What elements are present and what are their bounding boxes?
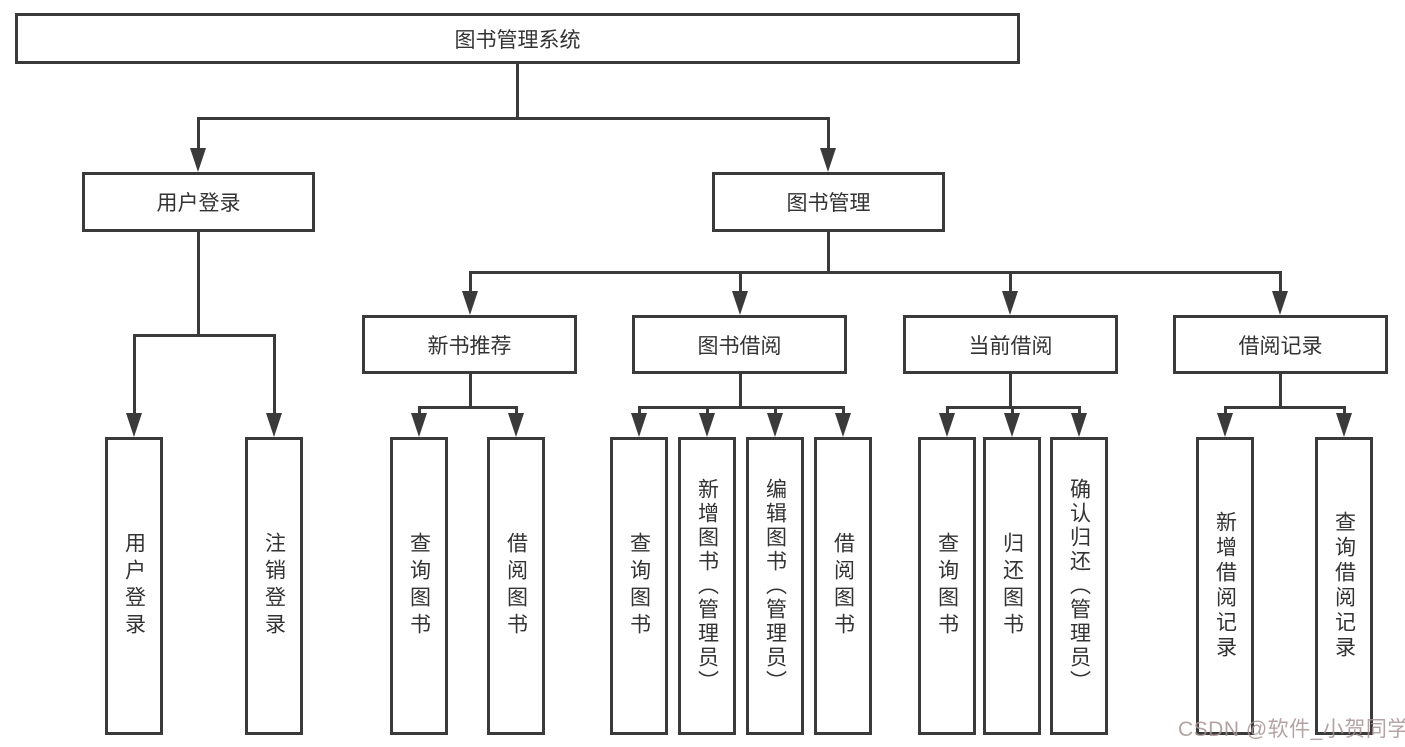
node-library-system-label: 图书管理系统 <box>454 28 581 52</box>
connector-newbook-rail <box>417 405 518 409</box>
node-borrow-records: 借阅记录 <box>1173 315 1388 374</box>
leaf-logout: 注销登录 <box>245 437 303 735</box>
leaf-newbook-borrow-label: 借阅图书 <box>504 532 528 640</box>
arrowhead <box>462 291 478 315</box>
connector-drop-rc1 <box>1223 407 1227 414</box>
arrowhead <box>835 413 851 437</box>
connector-userlogin-rail <box>132 333 276 337</box>
leaf-current-confirm-admin-label: 确认归还（管理员） <box>1067 478 1091 694</box>
node-user-login: 用户登录 <box>82 172 315 232</box>
arrowhead <box>411 413 427 437</box>
node-book-management-label: 图书管理 <box>786 192 871 215</box>
leaf-newbook-borrow: 借阅图书 <box>487 437 545 735</box>
arrowhead <box>126 413 142 437</box>
arrowhead <box>1004 413 1020 437</box>
arrowhead <box>1071 413 1087 437</box>
arrowhead <box>1002 291 1018 315</box>
connector-level1-rail <box>196 116 830 120</box>
leaf-user-login-label: 用户登录 <box>122 532 146 640</box>
leaf-records-add-label: 新增借阅记录 <box>1213 511 1237 661</box>
arrowhead <box>266 413 282 437</box>
leaf-newbook-query-label: 查询图书 <box>407 532 431 640</box>
leaf-logout-label: 注销登录 <box>262 532 286 640</box>
connector-newbook-stub <box>468 374 472 407</box>
connector-drop-cu1 <box>945 407 949 414</box>
connector-level3-rail <box>468 270 1282 274</box>
leaf-borrow-book: 借阅图书 <box>814 437 872 735</box>
leaf-borrow-query-label: 查询图书 <box>627 532 651 640</box>
leaf-current-query-label: 查询图书 <box>935 532 959 640</box>
leaf-borrow-add-admin-label: 新增图书（管理员） <box>695 478 719 694</box>
connector-drop-logout <box>272 335 276 413</box>
connector-bookborrow-rail <box>637 405 845 409</box>
leaf-borrow-add-admin: 新增图书（管理员） <box>678 437 736 735</box>
arrowhead <box>732 291 748 315</box>
leaf-borrow-query: 查询图书 <box>610 437 668 735</box>
connector-drop-records <box>1278 272 1282 291</box>
leaf-borrow-edit-admin-label: 编辑图书（管理员） <box>763 478 787 694</box>
arrowhead <box>1217 413 1233 437</box>
connector-records-rail <box>1223 405 1346 409</box>
node-borrow-records-label: 借阅记录 <box>1238 334 1323 358</box>
csdn-watermark: CSDN @软件_小贺同学 <box>1178 718 1405 741</box>
node-new-book-recommend: 新书推荐 <box>362 315 577 374</box>
connector-drop-rc2 <box>1342 407 1346 414</box>
node-user-login-label: 用户登录 <box>156 192 241 215</box>
leaf-current-query: 查询图书 <box>918 437 976 735</box>
connector-root-stub <box>515 64 519 118</box>
leaf-records-query-label: 查询借阅记录 <box>1332 511 1356 661</box>
connector-drop-bw3 <box>773 407 777 414</box>
connector-drop-cu3 <box>1077 407 1081 414</box>
node-book-management: 图书管理 <box>712 172 945 232</box>
node-current-borrow-label: 当前借阅 <box>968 334 1053 358</box>
node-new-book-recommend-label: 新书推荐 <box>427 334 512 358</box>
connector-bookmgmt-stub <box>826 232 830 272</box>
arrowhead <box>767 413 783 437</box>
leaf-newbook-query: 查询图书 <box>390 437 448 735</box>
leaf-current-confirm-admin: 确认归还（管理员） <box>1050 437 1108 735</box>
connector-drop-book-mgmt <box>826 118 830 150</box>
leaf-records-query: 查询借阅记录 <box>1315 437 1373 735</box>
connector-bookborrow-stub <box>738 374 742 407</box>
leaf-borrow-edit-admin: 编辑图书（管理员） <box>746 437 804 735</box>
leaf-records-add: 新增借阅记录 <box>1196 437 1254 735</box>
arrowhead <box>1336 413 1352 437</box>
connector-drop-nb1 <box>417 407 421 414</box>
connector-drop-bw4 <box>841 407 845 414</box>
leaf-current-return: 归还图书 <box>983 437 1041 735</box>
arrowhead <box>820 148 836 172</box>
arrowhead <box>508 413 524 437</box>
connector-drop-login <box>132 335 136 413</box>
connector-currentborrow-stub <box>1008 374 1012 407</box>
connector-drop-cu2 <box>1010 407 1014 414</box>
leaf-user-login: 用户登录 <box>105 437 163 735</box>
node-current-borrow: 当前借阅 <box>903 315 1118 374</box>
connector-drop-bookborrow <box>738 272 742 291</box>
node-library-system: 图书管理系统 <box>15 13 1020 64</box>
connector-drop-newbook <box>468 272 472 291</box>
arrowhead <box>699 413 715 437</box>
node-book-borrow: 图书借阅 <box>632 315 847 374</box>
connector-drop-currentborrow <box>1008 272 1012 291</box>
arrowhead <box>1272 291 1288 315</box>
connector-drop-bw1 <box>637 407 641 414</box>
leaf-current-return-label: 归还图书 <box>1000 532 1024 640</box>
arrowhead <box>939 413 955 437</box>
connector-drop-bw2 <box>705 407 709 414</box>
connector-userlogin-stub <box>196 232 200 335</box>
arrowhead <box>190 148 206 172</box>
connector-drop-nb2 <box>514 407 518 414</box>
connector-records-stub <box>1278 374 1282 407</box>
leaf-borrow-book-label: 借阅图书 <box>831 532 855 640</box>
node-book-borrow-label: 图书借阅 <box>697 334 782 358</box>
connector-drop-user-login <box>196 118 200 150</box>
arrowhead <box>631 413 647 437</box>
